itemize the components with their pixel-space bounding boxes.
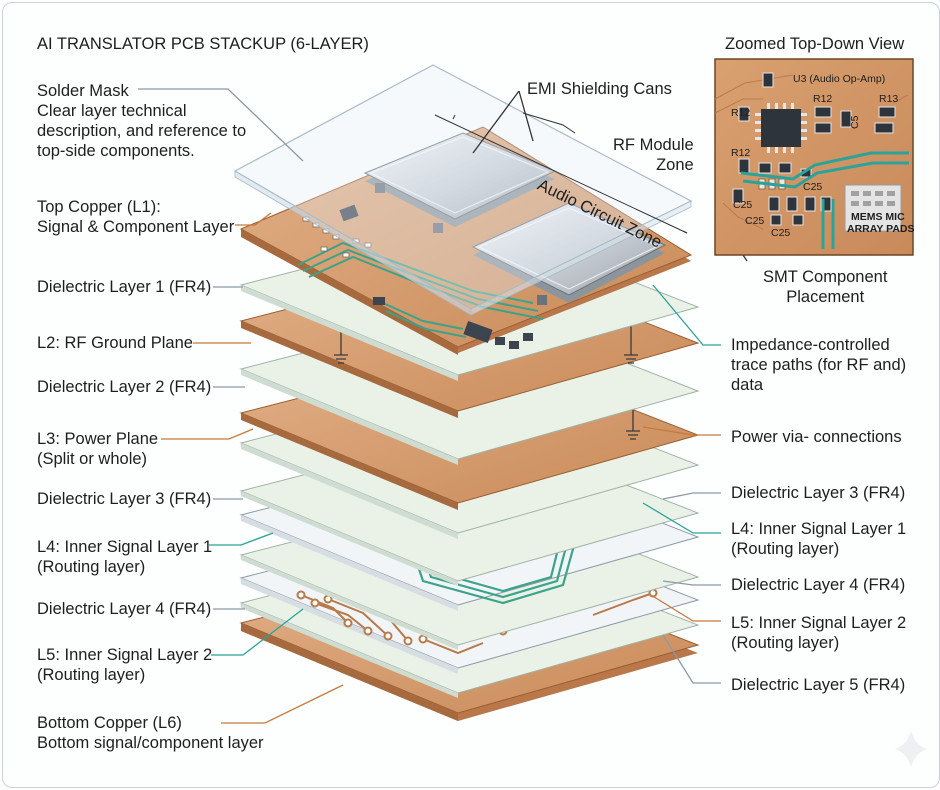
layer-solder-mask <box>233 64 693 316</box>
label-dielectric-4-right: Dielectric Layer 4 (FR4) <box>731 576 906 594</box>
label-dielectric-4-left: Dielectric Layer 4 (FR4) <box>37 600 212 618</box>
label-inner-signal-2-left: L5: Inner Signal Layer 2(Routing layer) <box>37 646 213 684</box>
label-dielectric-3-left: Dielectric Layer 3 (FR4) <box>37 490 212 508</box>
emi-shield-can-right <box>471 202 667 305</box>
inset-label-r12c: R12 <box>731 147 751 159</box>
label-top-copper: Top Copper (L1):Signal & Component Layer <box>37 198 235 236</box>
label-dielectric-5: Dielectric Layer 5 (FR4) <box>731 676 906 694</box>
inset-label-c25c: C25 <box>771 227 791 239</box>
label-rf-ground: L2: RF Ground Plane <box>37 334 193 352</box>
inset-pcb <box>714 58 914 256</box>
inset-label-u3: U3 (Audio Op-Amp) <box>793 73 886 85</box>
inset-label-c25a: C25 <box>733 199 753 211</box>
inset-label-mems-2: ARRAY PADS <box>847 223 915 235</box>
label-inner-signal-1-left: L4: Inner Signal Layer 1(Routing layer) <box>37 538 213 576</box>
inset-label-c25d: C25 <box>803 181 823 193</box>
label-dielectric-1: Dielectric Layer 1 (FR4) <box>37 278 212 296</box>
inset-label-r13: R13 <box>879 93 899 105</box>
label-power-via: Power via- connections <box>731 428 902 446</box>
label-inner-signal-1-right: L4: Inner Signal Layer 1(Routing layer) <box>731 520 907 558</box>
diagram-title: AI TRANSLATOR PCB STACKUP (6-LAYER) <box>37 35 369 53</box>
sparkle-icon <box>895 731 927 767</box>
inset-label-r12b: R12 <box>813 93 833 105</box>
label-dielectric-2: Dielectric Layer 2 (FR4) <box>37 378 212 396</box>
inset-title: Zoomed Top-Down View <box>725 35 905 53</box>
stackup-diagram <box>138 58 927 767</box>
leader-lines <box>138 88 748 724</box>
inset-label-r12a: R12 <box>731 107 751 119</box>
inset-label-mems-1: MEMS MIC <box>851 211 905 223</box>
zone-brackets <box>434 112 688 234</box>
inset-label-c25b: C25 <box>745 215 765 227</box>
label-inner-signal-2-right: L5: Inner Signal Layer 2(Routing layer) <box>731 614 907 652</box>
label-emi-cans: EMI Shielding Cans <box>527 80 672 98</box>
inset-label-c5: C5 <box>849 115 861 129</box>
label-bottom-copper: Bottom Copper (L6)Bottom signal/componen… <box>37 714 264 752</box>
label-dielectric-3-right: Dielectric Layer 3 (FR4) <box>731 484 906 502</box>
label-power-plane: L3: Power Plane(Split or whole) <box>37 430 159 468</box>
emi-shield-can-left <box>363 132 557 233</box>
